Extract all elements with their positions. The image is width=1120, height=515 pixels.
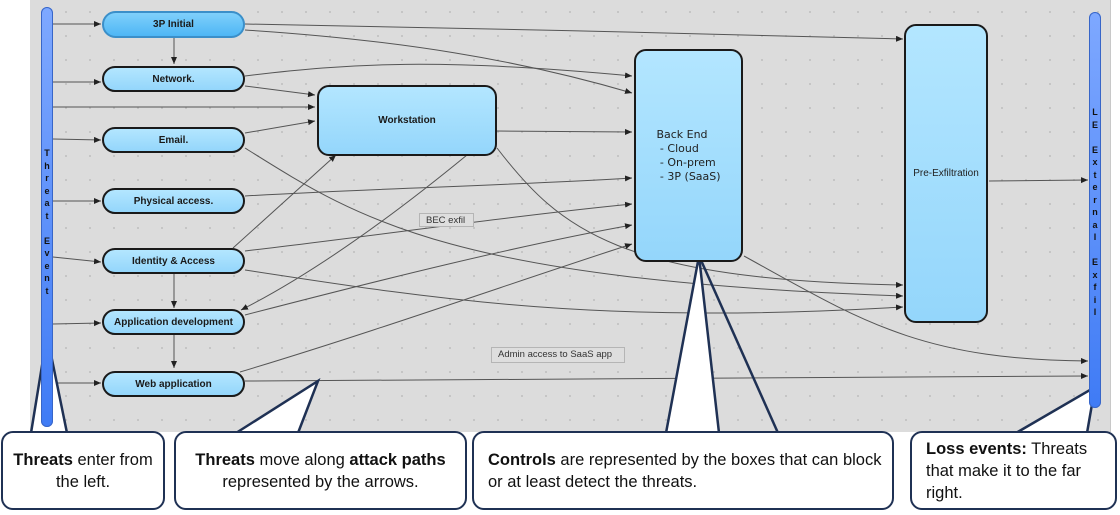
- node-label: Web application: [135, 378, 212, 390]
- node-label: 3P Initial: [153, 19, 194, 30]
- threat-event-label: T h r e a t E v e n t: [43, 148, 50, 296]
- callout-text: enter from the left.: [55, 450, 153, 491]
- node-email[interactable]: Email.: [102, 127, 245, 153]
- node-label: Network.: [152, 73, 195, 85]
- node-label: Email.: [158, 134, 189, 146]
- external-exfil-label: L E E x t e r n a l E x f i l: [1091, 107, 1098, 317]
- node-physical-access[interactable]: Physical access.: [102, 188, 245, 214]
- external-exfil-bar: L E E x t e r n a l E x f i l: [1089, 12, 1101, 408]
- callout-controls: Controls are represented by the boxes th…: [472, 431, 894, 510]
- callout-text: represented by the arrows.: [222, 472, 419, 491]
- node-label: Identity & Access: [132, 255, 215, 267]
- node-web-application[interactable]: Web application: [102, 371, 245, 397]
- callout-bold: attack paths: [349, 450, 446, 469]
- node-label: Pre-Exfiltration: [913, 168, 979, 179]
- node-label: Application development: [114, 316, 233, 328]
- node-pre-exfiltration[interactable]: Pre-Exfiltration: [904, 24, 988, 323]
- callout-text: Threats that make it to the far right.: [926, 439, 1088, 502]
- callout-text: are represented by the boxes that can bl…: [488, 450, 882, 491]
- node-label: Workstation: [378, 115, 436, 126]
- node-label: Back End - Cloud - On-prem - 3P (SaaS): [656, 127, 721, 183]
- node-network[interactable]: Network.: [102, 66, 245, 92]
- callout-bold: Threats: [13, 450, 73, 469]
- callout-bold: Controls: [488, 450, 556, 469]
- callout-bold: Loss events:: [926, 439, 1027, 458]
- node-3p-initial[interactable]: 3P Initial: [102, 11, 245, 38]
- node-label: Physical access.: [133, 195, 214, 207]
- callout-text: move along: [254, 450, 350, 469]
- node-workstation[interactable]: Workstation: [317, 85, 497, 156]
- path-label-bec-exfil: BEC exfil: [419, 213, 474, 227]
- callout-attack-paths: Threats move along attack paths represen…: [174, 431, 467, 510]
- callout-loss-events: Loss events: Threats that make it to the…: [910, 431, 1117, 510]
- callout-threats-enter: Threats enter from the left.: [1, 431, 165, 510]
- callout-bold: Threats: [195, 450, 255, 469]
- threat-event-bar: T h r e a t E v e n t: [41, 7, 53, 427]
- node-application-development[interactable]: Application development: [102, 309, 245, 335]
- node-back-end[interactable]: Back End - Cloud - On-prem - 3P (SaaS): [634, 49, 743, 262]
- node-identity-access[interactable]: Identity & Access: [102, 248, 245, 274]
- path-label-admin-access: Admin access to SaaS app: [491, 347, 625, 363]
